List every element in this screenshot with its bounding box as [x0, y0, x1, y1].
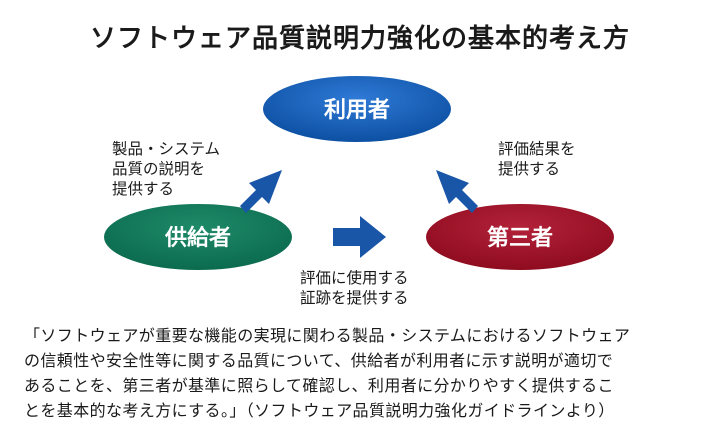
quote-line: の信頼性や安全性等に関する品質について、供給者が利用者に示す説明が適切で — [24, 351, 614, 370]
node-third-party-label: 第三者 — [487, 225, 553, 251]
node-supplier: 供給者 — [102, 202, 294, 272]
arrow-supplier-to-user — [240, 170, 282, 213]
edge-label-third-party-to-user: 評価結果を 提供する — [498, 140, 576, 178]
page-title: ソフトウェア品質説明力強化の基本的考え方 — [89, 24, 630, 54]
node-supplier-label: 供給者 — [164, 225, 231, 251]
arrow-supplier-to-third-party — [333, 216, 386, 258]
edge-label-supplier-to-user: 製品・システム 品質の説明を 提供する — [112, 140, 221, 198]
quote-line: とを基本的な考え方にする。」（ソフトウェア品質説明力強化ガイドラインより） — [24, 401, 615, 420]
quote-line: 「ソフトウェアが重要な機能の実現に関わる製品・システムにおけるソフトウェア — [24, 326, 631, 345]
guideline-quote: 「ソフトウェアが重要な機能の実現に関わる製品・システムにおけるソフトウェア の信… — [24, 323, 700, 423]
node-user-label: 利用者 — [324, 98, 390, 123]
node-third-party: 第三者 — [424, 202, 616, 272]
edge-label-supplier-to-third-party: 評価に使用する 証跡を提供する — [300, 269, 409, 307]
quote-line: あることを、第三者が基準に照らして確認し、利用者に分かりやすく提供するこ — [24, 376, 614, 395]
node-user: 利用者 — [261, 74, 453, 144]
arrow-third-party-to-user — [436, 170, 478, 213]
